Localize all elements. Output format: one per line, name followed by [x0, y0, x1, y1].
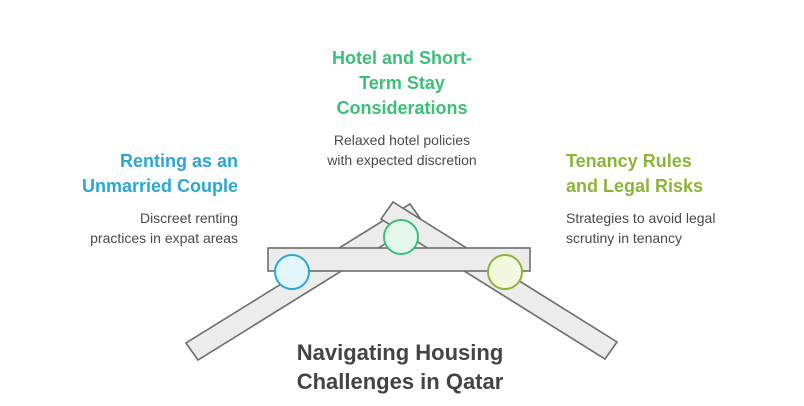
- item-description: Strategies to avoid legal scrutiny in te…: [566, 208, 776, 248]
- item-heading-line: Term Stay: [359, 73, 445, 93]
- center-node-circle: [383, 219, 419, 255]
- item-heading: Hotel and Short- Term Stay Consideration…: [292, 46, 512, 121]
- item-heading-line: Tenancy Rules: [566, 151, 692, 171]
- diagram-title-line: Navigating Housing: [296, 340, 504, 365]
- item-heading-line: Hotel and Short-: [332, 48, 472, 68]
- item-description-line: Relaxed hotel policies: [333, 132, 471, 148]
- item-heading-line: Renting as an: [119, 151, 238, 171]
- item-description: Discreet renting practices in expat area…: [40, 208, 238, 248]
- item-description-line: Discreet renting: [139, 210, 238, 226]
- right-node-circle: [487, 254, 523, 290]
- item-description-line: practices in expat areas: [90, 230, 238, 246]
- diagram-title-line: Challenges in Qatar: [296, 369, 504, 394]
- diagram-title: Navigating Housing Challenges in Qatar: [250, 338, 550, 396]
- item-heading: Tenancy Rules and Legal Risks: [566, 149, 776, 199]
- item-heading: Renting as an Unmarried Couple: [40, 149, 238, 199]
- item-description-line: Strategies to avoid legal: [566, 210, 716, 226]
- left-node-circle: [274, 254, 310, 290]
- item-heading-line: Unmarried Couple: [81, 176, 238, 196]
- item-description-line: with expected discretion: [327, 152, 477, 168]
- item-heading-line: and Legal Risks: [566, 176, 704, 196]
- item-heading-line: Considerations: [336, 98, 468, 118]
- item-description-line: scrutiny in tenancy: [566, 230, 682, 246]
- item-description: Relaxed hotel policies with expected dis…: [292, 130, 512, 170]
